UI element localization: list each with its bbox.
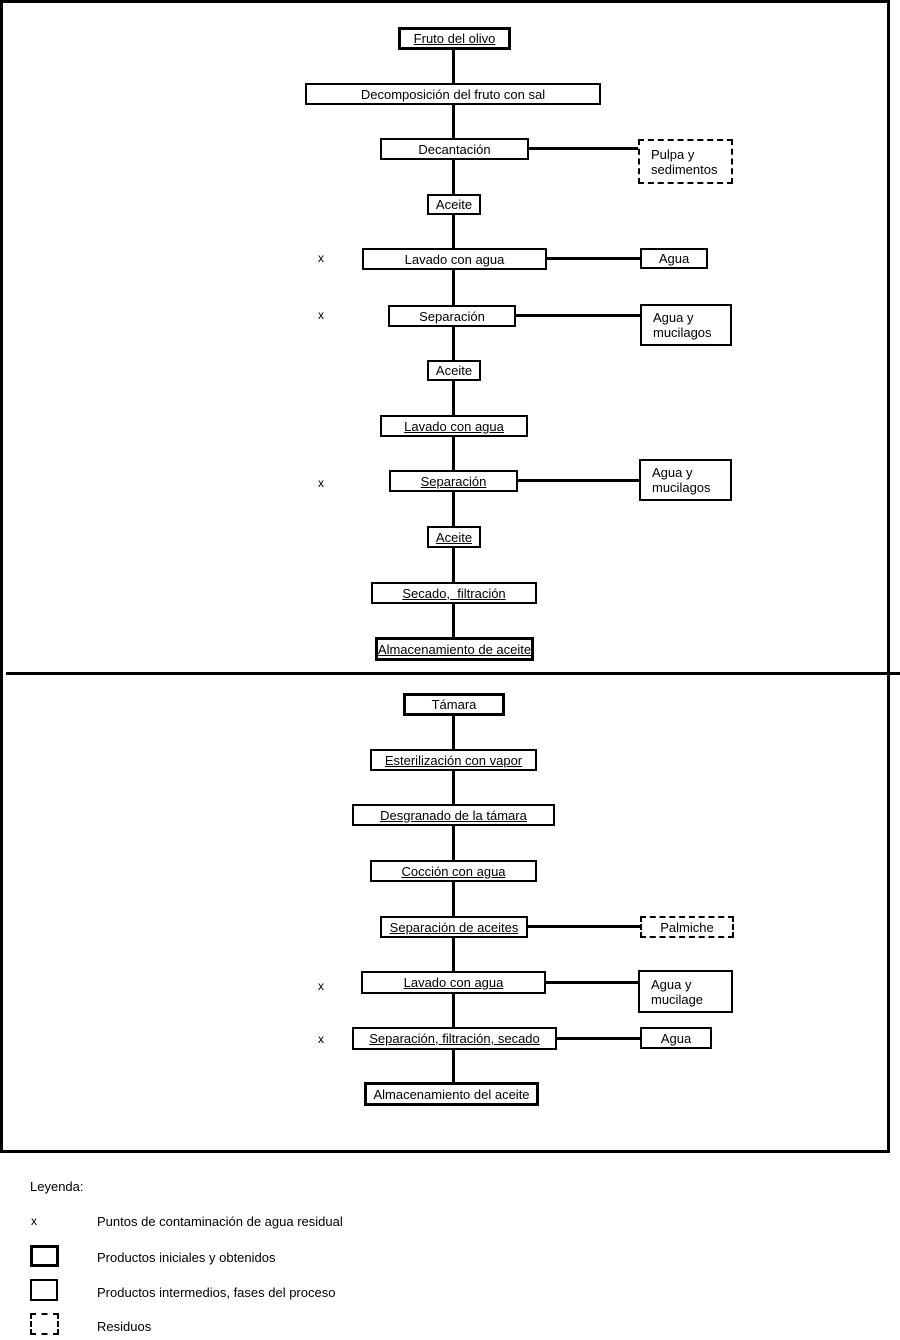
node-label: Almacenamiento del aceite <box>373 1086 530 1102</box>
node-label: Esterilización con vapor <box>384 752 523 768</box>
node-separacion-filtracion-secado: Separación, filtración, secado <box>352 1027 557 1050</box>
node-label: Agua <box>660 1030 692 1046</box>
node-almacenamiento-del-aceite: Almacenamiento del aceite <box>364 1082 539 1106</box>
section-divider <box>6 672 900 675</box>
legend-dashed-box-symbol <box>30 1313 59 1335</box>
connector <box>452 826 455 860</box>
node-label: Secado, filtración <box>402 585 506 601</box>
legend-item-label: Productos iniciales y obtenidos <box>97 1250 276 1265</box>
legend-item-label: Productos intermedios, fases del proceso <box>97 1285 336 1300</box>
node-aceite-3: Aceite <box>427 526 481 548</box>
node-label: Lavado con agua <box>404 251 505 267</box>
connector <box>452 771 455 804</box>
node-label: Almacenamiento de aceite <box>377 641 532 657</box>
legend-item-label: Residuos <box>97 1319 152 1334</box>
output-agua-1: Agua <box>640 248 708 269</box>
node-label: Aceite <box>435 529 473 545</box>
node-label: Agua y mucilagos <box>652 465 711 495</box>
connector <box>528 925 640 928</box>
node-label: Decantación <box>418 141 491 157</box>
node-lavado-con-agua-2: Lavado con agua <box>380 415 528 437</box>
node-label: Lavado con agua <box>403 975 504 990</box>
contamination-marker: x <box>318 979 324 993</box>
node-label: Agua <box>658 251 690 266</box>
node-label: Lavado con agua <box>404 418 504 434</box>
flowchart-frame <box>0 0 890 1153</box>
connector <box>452 994 455 1027</box>
connector <box>452 160 455 194</box>
connector <box>452 327 455 360</box>
node-label: Separación, filtración, secado <box>369 1031 540 1046</box>
node-label: Aceite <box>435 363 473 378</box>
contamination-marker: x <box>318 308 324 322</box>
connector <box>452 270 455 305</box>
node-label: Agua y mucilage <box>651 976 704 1007</box>
connector <box>452 50 455 83</box>
node-label: Fruto del olivo <box>413 31 496 46</box>
legend-item-label: Puntos de contaminación de agua residual <box>97 1214 343 1229</box>
connector <box>529 147 638 150</box>
node-label: Palmiche <box>660 919 714 935</box>
legend-thin-box-symbol <box>30 1279 58 1301</box>
connector <box>452 215 455 248</box>
node-decomposicion-del-fruto-con-sal: Decomposición del fruto con sal <box>305 83 601 105</box>
connector <box>516 314 640 317</box>
connector <box>546 981 638 984</box>
connector <box>452 716 455 749</box>
node-separacion-2: Separación <box>389 470 518 492</box>
node-separacion-de-aceites: Separación de aceites <box>380 916 528 938</box>
output-agua-y-mucilagos-2: Agua y mucilagos <box>639 459 732 501</box>
node-coccion-con-agua: Cocción con agua <box>370 860 537 882</box>
node-aceite-1: Aceite <box>427 194 481 215</box>
node-label: Separación <box>419 308 485 324</box>
output-agua-y-mucilagos-1: Agua y mucilagos <box>640 304 732 346</box>
node-label: Aceite <box>435 197 473 212</box>
node-decantacion: Decantación <box>380 138 529 160</box>
connector <box>452 1050 455 1082</box>
node-label: Desgranado de la támara <box>380 807 527 823</box>
legend-title: Leyenda: <box>30 1179 84 1194</box>
connector <box>452 381 455 415</box>
connector <box>547 257 640 260</box>
connector <box>452 882 455 916</box>
residue-pulpa-y-sedimentos: Pulpa y sedimentos <box>638 139 733 184</box>
node-desgranado-de-la-tamara: Desgranado de la támara <box>352 804 555 826</box>
output-agua-y-mucilage: Agua y mucilage <box>638 970 733 1013</box>
legend-thick-box-symbol <box>30 1245 59 1267</box>
connector <box>452 938 455 971</box>
node-aceite-2: Aceite <box>427 360 481 381</box>
connector <box>452 492 455 526</box>
node-label: Agua y mucilagos <box>653 310 712 340</box>
contamination-marker: x <box>318 251 324 265</box>
node-secado-filtracion: Secado, filtración <box>371 582 537 604</box>
connector <box>452 548 455 582</box>
connector <box>452 604 455 637</box>
contamination-marker: x <box>318 1032 324 1046</box>
connector <box>452 105 455 138</box>
node-separacion-1: Separación <box>388 305 516 327</box>
node-label: Separación <box>420 473 487 489</box>
node-lavado-con-agua-3: Lavado con agua <box>361 971 546 994</box>
node-label: Pulpa y sedimentos <box>651 146 718 177</box>
node-label: Separación de aceites <box>389 919 519 935</box>
node-label: Decomposición del fruto con sal <box>360 86 546 102</box>
residue-palmiche: Palmiche <box>640 916 734 938</box>
node-tamara: Támara <box>403 693 505 716</box>
node-almacenamiento-de-aceite: Almacenamiento de aceite <box>375 637 534 661</box>
node-fruto-del-olivo: Fruto del olivo <box>398 27 511 50</box>
connector <box>557 1037 640 1040</box>
node-lavado-con-agua-1: Lavado con agua <box>362 248 547 270</box>
legend-x-symbol: x <box>31 1214 37 1228</box>
contamination-marker: x <box>318 476 324 490</box>
node-label: Támara <box>431 697 477 712</box>
output-agua-2: Agua <box>640 1027 712 1049</box>
connector <box>518 479 639 482</box>
connector <box>452 437 455 470</box>
node-label: Cocción con agua <box>401 863 506 879</box>
node-esterilizacion-con-vapor: Esterilización con vapor <box>370 749 537 771</box>
